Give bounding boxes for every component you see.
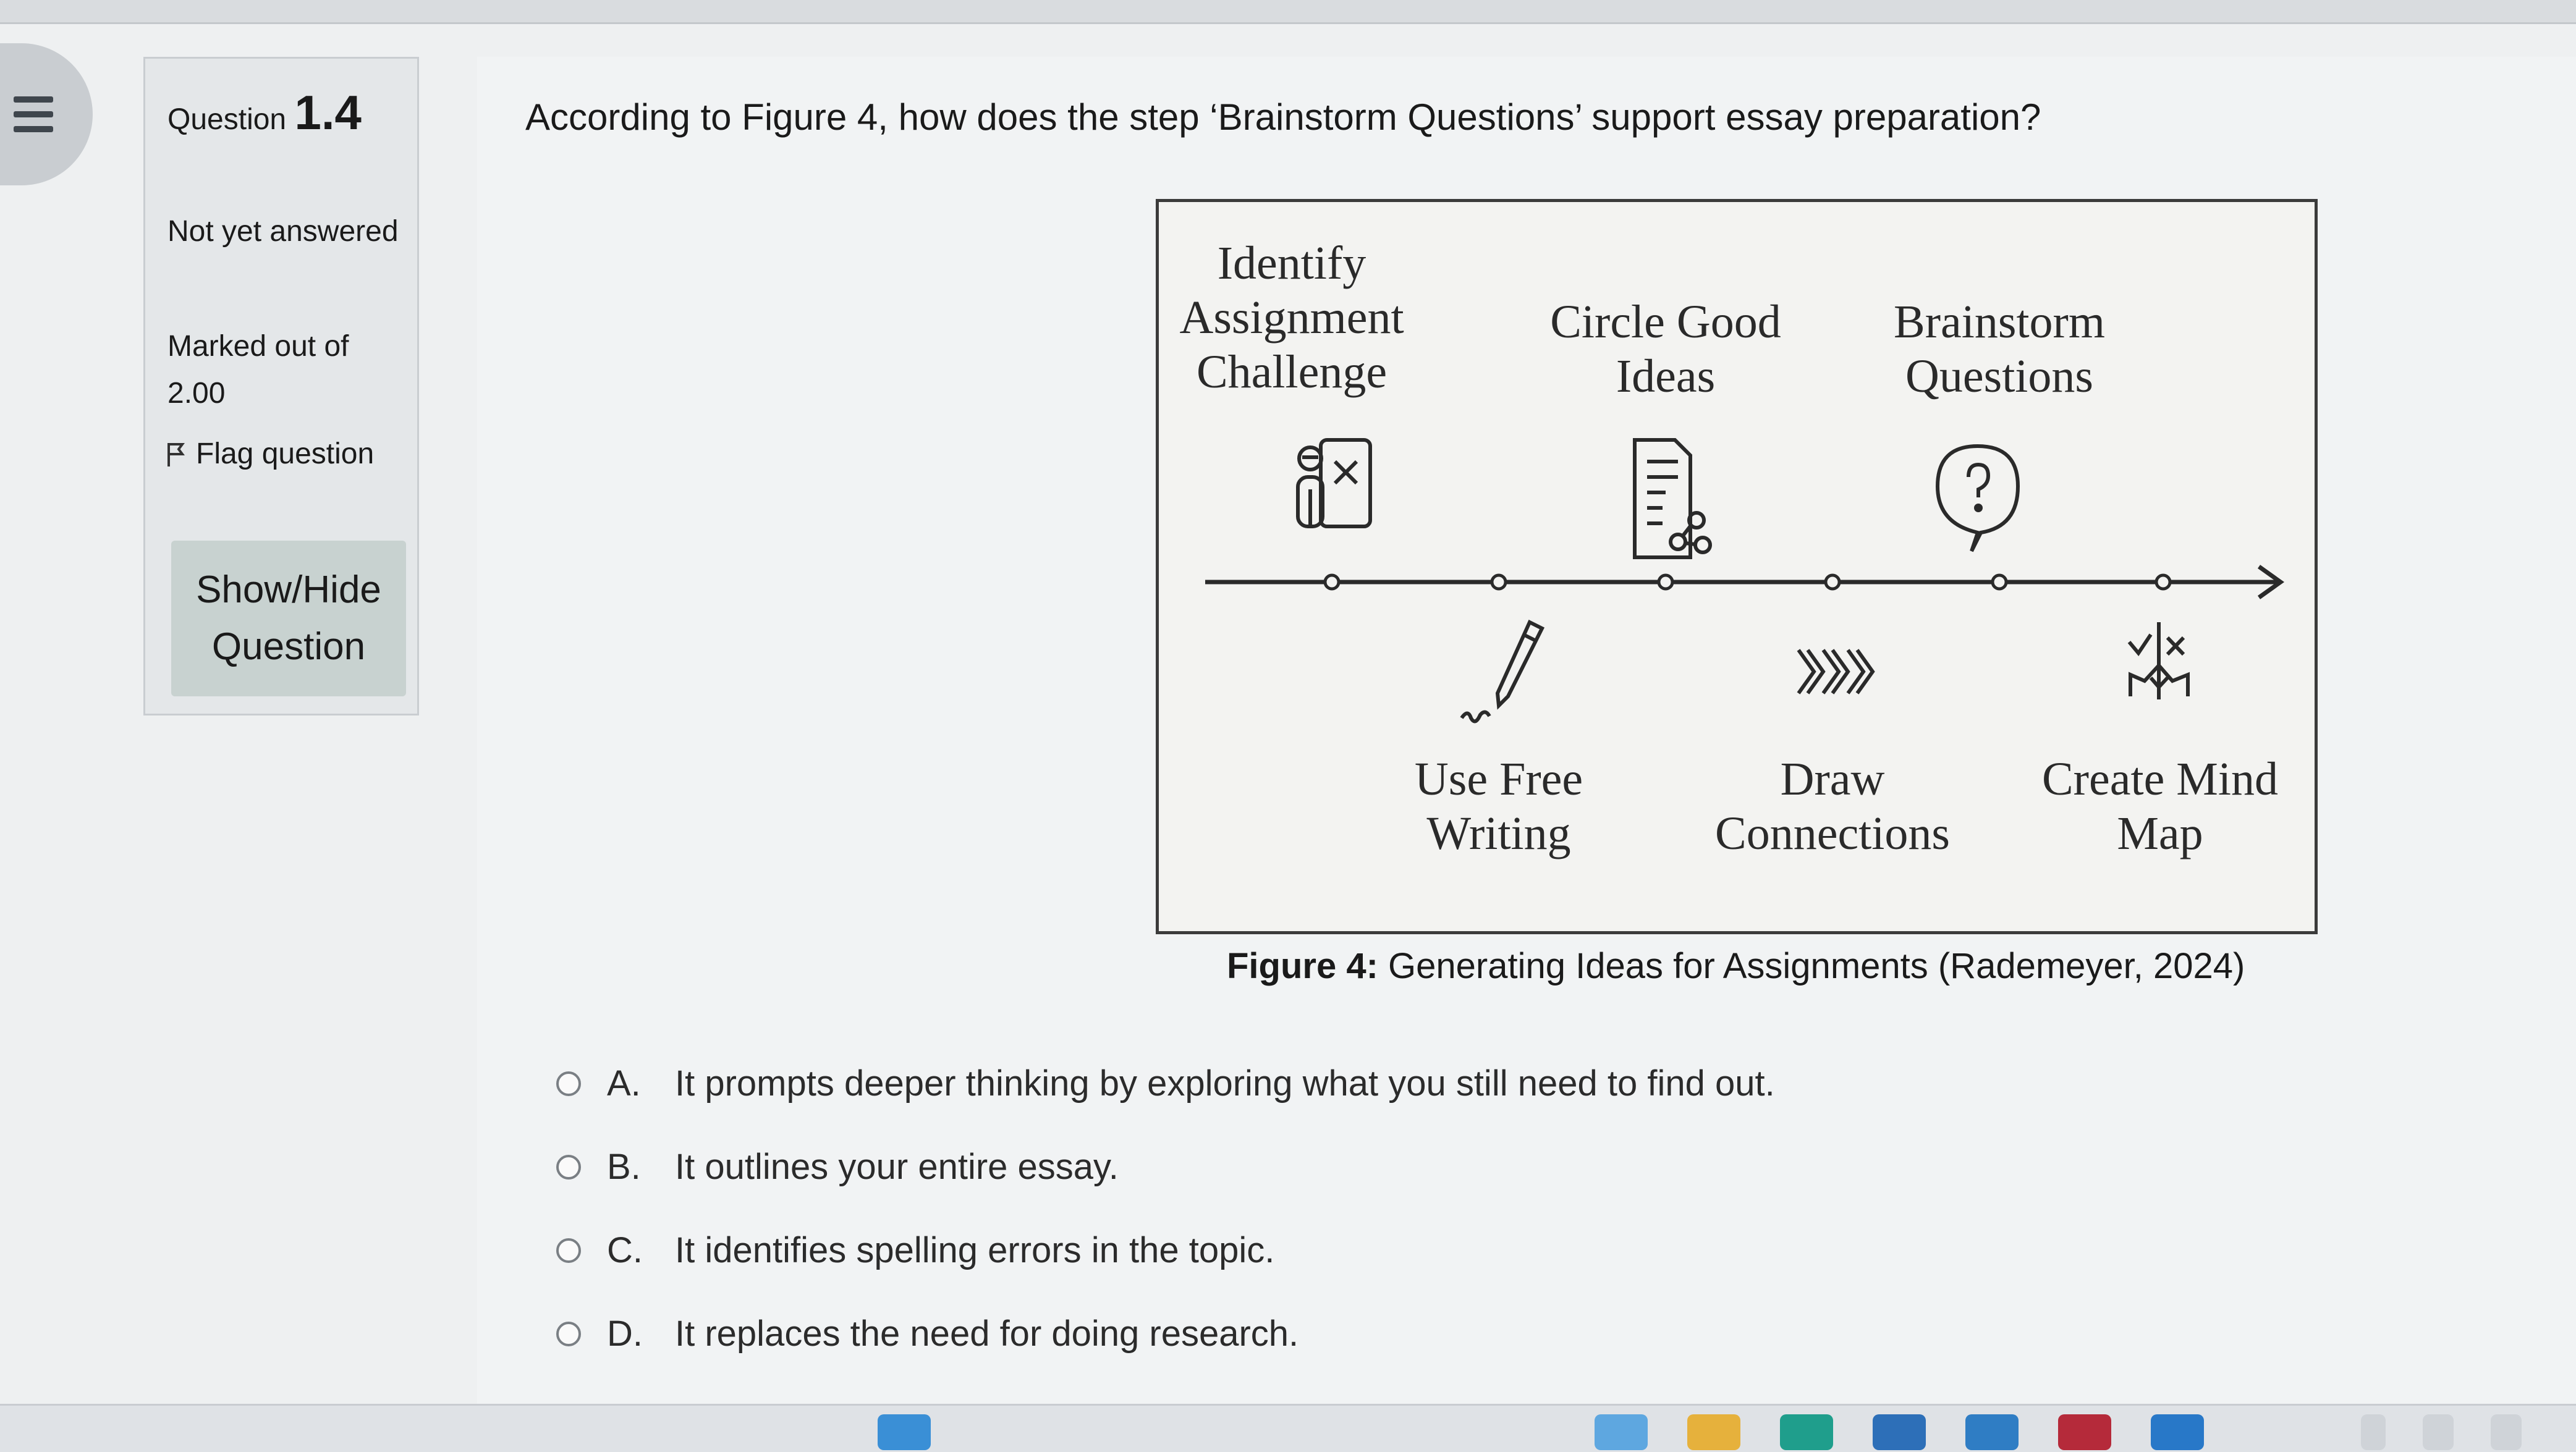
- flag-question-label: Flag question: [196, 437, 375, 470]
- start-icon[interactable]: [878, 1414, 931, 1450]
- widgets-icon[interactable]: [1595, 1414, 1648, 1450]
- step-create-mind-map: Create Mind Map: [2041, 753, 2278, 859]
- decision-map-icon: [2127, 622, 2190, 699]
- timeline-dots: [1323, 573, 2172, 591]
- hamburger-icon: [14, 96, 53, 141]
- store-icon[interactable]: [1873, 1414, 1926, 1450]
- option-letter: D.: [607, 1314, 643, 1354]
- chevrons-icon: [1797, 649, 1875, 694]
- answer-option-b[interactable]: B. It outlines your entire essay.: [556, 1146, 1916, 1188]
- chevron-up-icon[interactable]: [2361, 1414, 2386, 1450]
- question-label: Question: [167, 103, 287, 136]
- question-bubble-icon: [1935, 444, 2020, 552]
- answer-option-c[interactable]: C. It identifies spelling errors in the …: [556, 1230, 1916, 1271]
- option-text: It outlines your entire essay.: [675, 1147, 1119, 1187]
- option-text: It replaces the need for doing research.: [675, 1314, 1299, 1354]
- outlook-icon[interactable]: [2151, 1414, 2204, 1450]
- option-letter: A.: [607, 1063, 641, 1104]
- step-identify-assignment-challenge: Identify Assignment Challenge: [1179, 237, 1404, 398]
- figure-4-diagram: Identify Assignment Challenge Circle Goo…: [1156, 199, 2318, 934]
- timeline-arrow: [1205, 565, 2285, 599]
- option-letter: C.: [607, 1230, 643, 1270]
- security-icon[interactable]: [2058, 1414, 2111, 1450]
- radio-button-b[interactable]: [556, 1154, 581, 1180]
- question-status: Not yet answered: [167, 215, 399, 248]
- cloud-icon[interactable]: [2491, 1414, 2522, 1450]
- person-with-x-icon: [1296, 438, 1372, 528]
- radio-button-a[interactable]: [556, 1071, 581, 1096]
- flag-question-link[interactable]: Flag question: [165, 437, 374, 471]
- option-text: It identifies spelling errors in the top…: [675, 1230, 1275, 1270]
- radio-button-d[interactable]: [556, 1321, 581, 1346]
- figure-caption-label: Figure 4:: [1227, 946, 1378, 986]
- option-letter: B.: [607, 1147, 641, 1187]
- browser-top-edge: [0, 0, 2576, 24]
- folder-icon[interactable]: [1687, 1414, 1740, 1450]
- edge-icon[interactable]: [1780, 1414, 1833, 1450]
- flag-icon: [167, 442, 185, 466]
- step-brainstorm-questions: Brainstorm Questions: [1894, 296, 2105, 402]
- step-circle-good-ideas: Circle Good Ideas: [1550, 296, 1781, 402]
- radio-button-c[interactable]: [556, 1238, 581, 1263]
- option-text: It prompts deeper thinking by exploring …: [675, 1063, 1775, 1104]
- question-number: Question 1.4: [167, 85, 362, 141]
- step-draw-connections: Draw Connections: [1715, 753, 1950, 859]
- question-number-value: 1.4: [294, 85, 362, 140]
- app-icon[interactable]: [1965, 1414, 2019, 1450]
- windows-taskbar: [0, 1404, 2576, 1452]
- sync-icon[interactable]: [2423, 1414, 2454, 1450]
- question-info-panel: Question 1.4 Not yet answered Marked out…: [143, 57, 419, 715]
- figure-caption: Figure 4: Generating Ideas for Assignmen…: [1227, 945, 2245, 987]
- figure-caption-text: Generating Ideas for Assignments (Rademe…: [1388, 946, 2245, 986]
- answer-option-d[interactable]: D. It replaces the need for doing resear…: [556, 1313, 1916, 1354]
- show-hide-question-button[interactable]: Show/Hide Question: [171, 541, 406, 696]
- pencil-icon: [1460, 619, 1545, 724]
- drawer-toggle-button[interactable]: [0, 43, 93, 185]
- answer-option-a[interactable]: A. It prompts deeper thinking by explori…: [556, 1063, 1916, 1104]
- question-marks: Marked out of 2.00: [167, 330, 349, 410]
- step-use-free-writing: Use Free Writing: [1414, 753, 1583, 859]
- question-text: According to Figure 4, how does the step…: [525, 96, 2041, 138]
- document-network-icon: [1633, 438, 1712, 559]
